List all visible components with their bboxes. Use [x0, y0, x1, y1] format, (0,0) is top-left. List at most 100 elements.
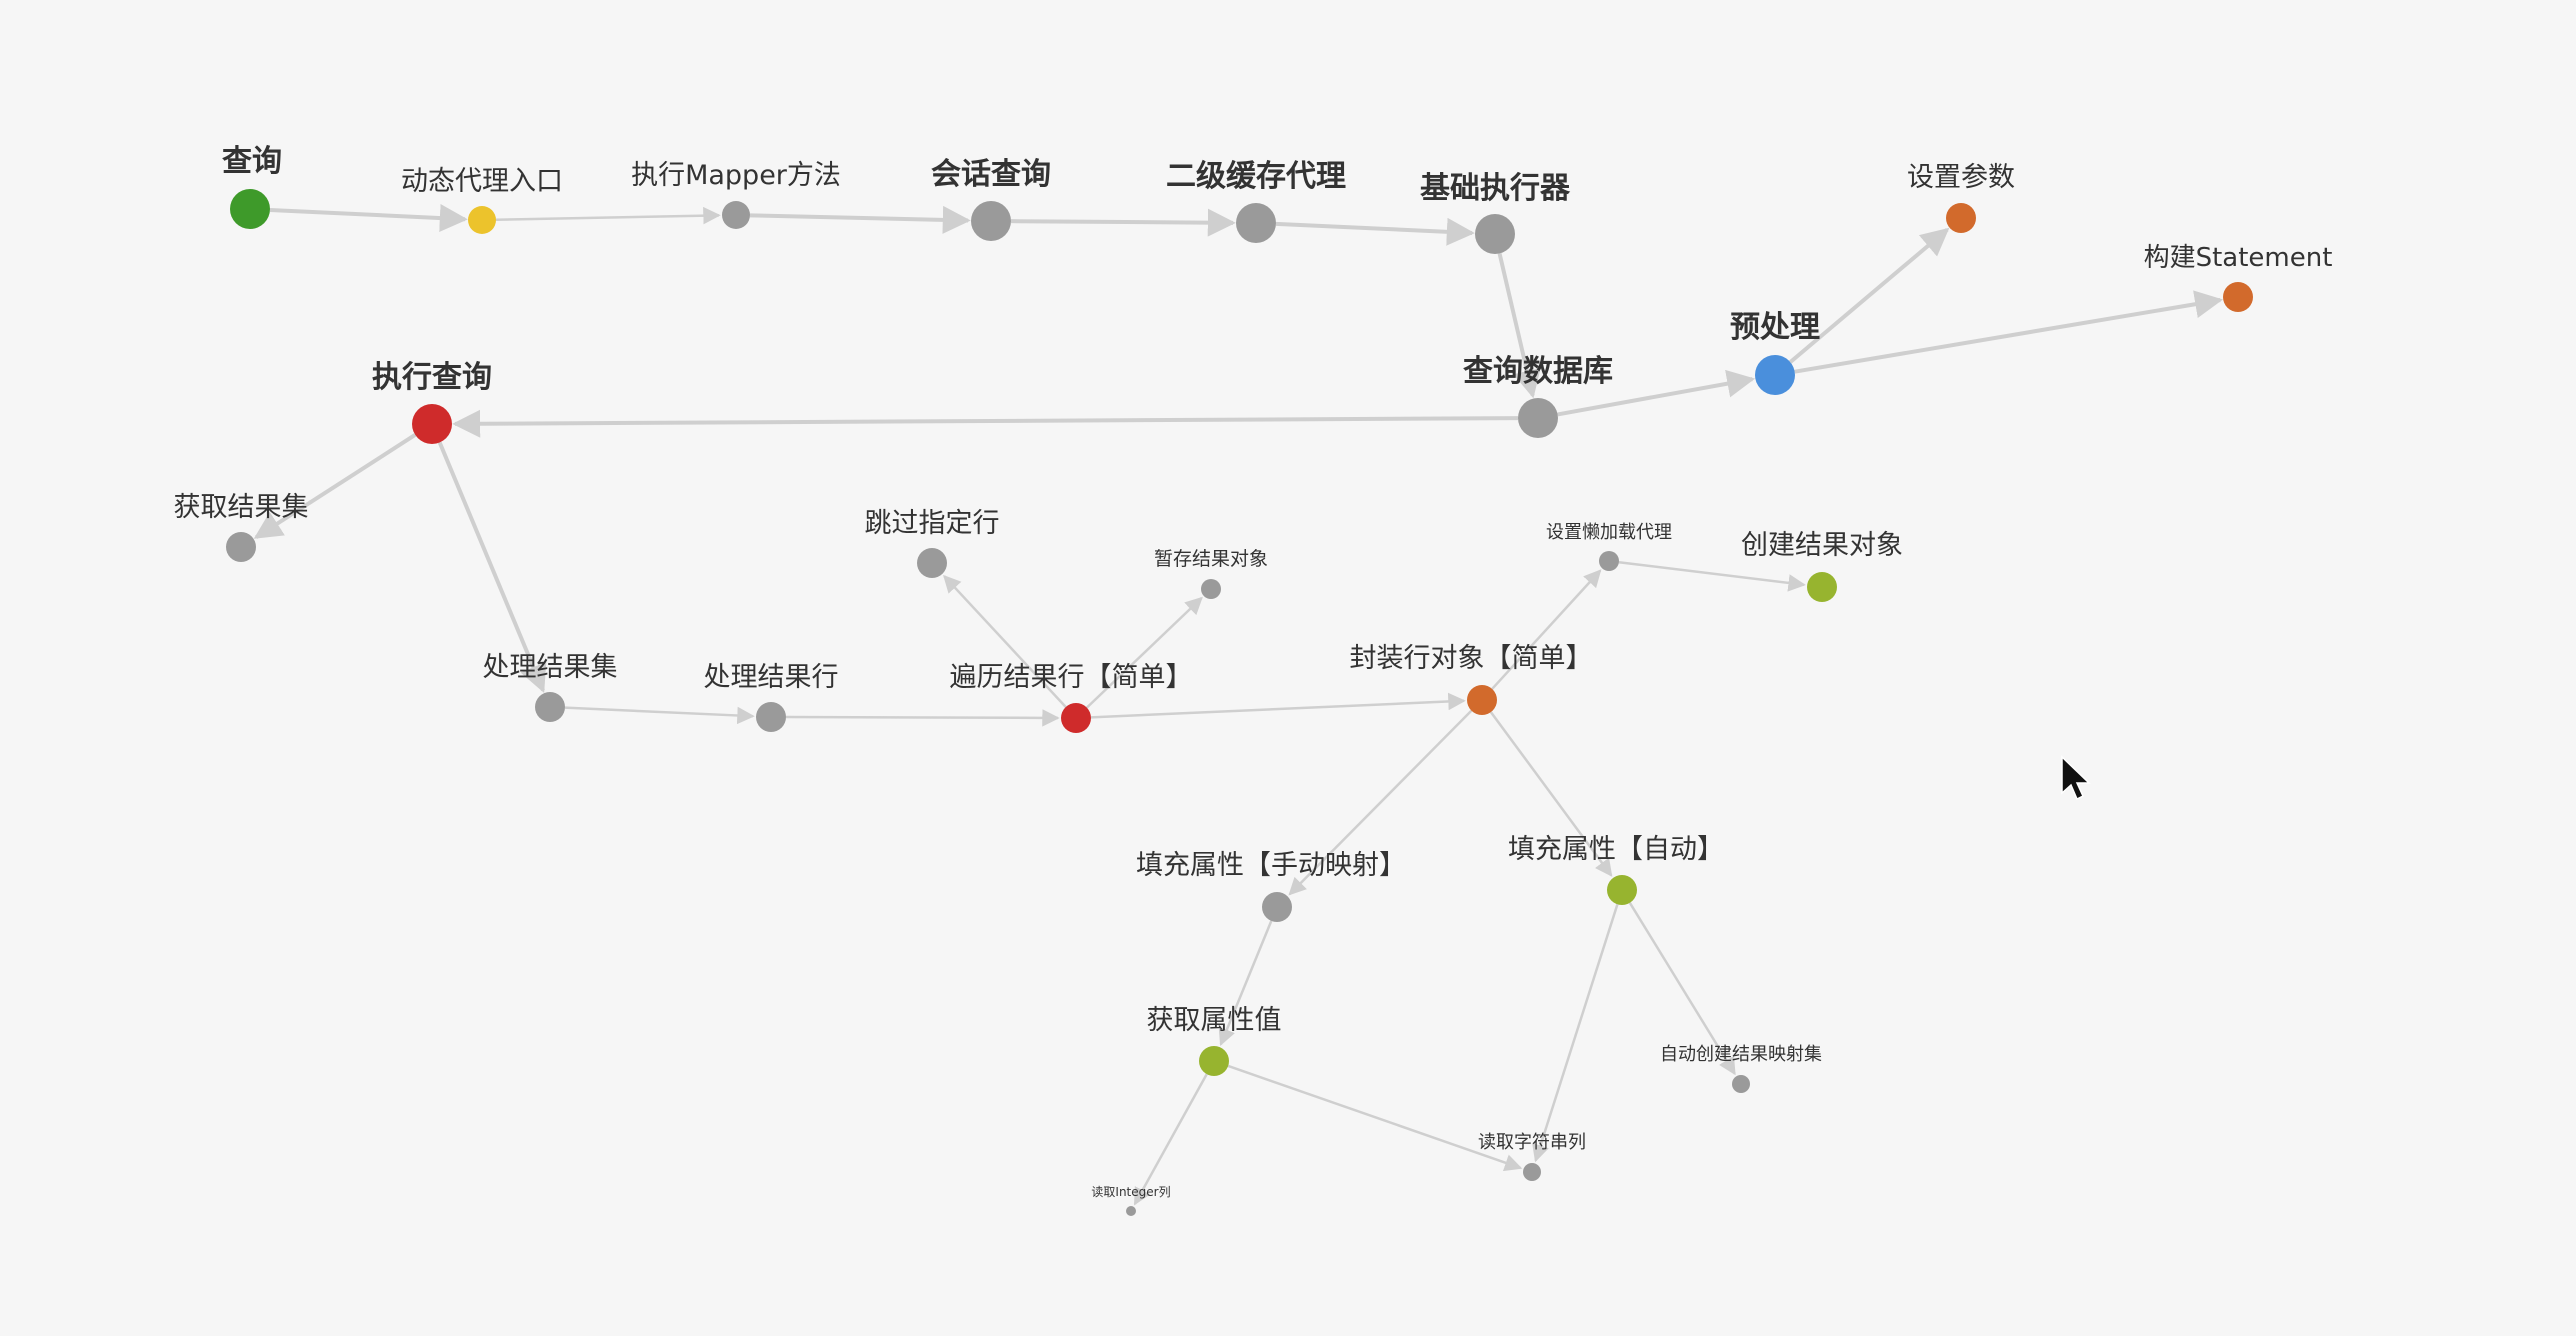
- node-fill-manual[interactable]: 填充属性【手动映射】: [1136, 850, 1406, 922]
- node-label: 预处理: [1730, 310, 1820, 345]
- node-label: 基础执行器: [1420, 171, 1571, 206]
- edge-get_prop-to-read_string: [1227, 1064, 1523, 1172]
- edge-wrap_row-to-lazy_proxy: [1491, 569, 1602, 690]
- node-dot[interactable]: [1523, 1163, 1541, 1181]
- edge-handle_resultset-to-handle_row: [564, 706, 755, 725]
- node-exec-mapper[interactable]: 执行Mapper方法: [631, 160, 841, 229]
- edge-fill_manual-to-get_prop: [1218, 920, 1273, 1046]
- edge-query_db-to-exec_query: [452, 409, 1519, 438]
- node-dot[interactable]: [468, 206, 496, 234]
- node-dot[interactable]: [1262, 892, 1292, 922]
- node-set-params[interactable]: 设置参数: [1907, 162, 2015, 233]
- node-label: 执行Mapper方法: [631, 160, 841, 191]
- node-l2-cache[interactable]: 二级缓存代理: [1166, 159, 1346, 243]
- node-query-db[interactable]: 查询数据库: [1463, 354, 1613, 438]
- edge-wrap_row-to-fill_auto: [1489, 711, 1613, 877]
- node-store-obj[interactable]: 暂存结果对象: [1154, 548, 1268, 599]
- edge-query_db-to-prepare: [1557, 369, 1756, 417]
- node-label: 自动创建结果映射集: [1660, 1044, 1822, 1065]
- node-dot[interactable]: [1236, 203, 1276, 243]
- node-label: 动态代理入口: [401, 166, 563, 197]
- edge-fill_auto-to-auto_mapping: [1628, 902, 1736, 1076]
- node-label: 处理结果行: [704, 662, 839, 693]
- node-create-obj[interactable]: 创建结果对象: [1741, 530, 1903, 602]
- edge-exec_mapper-to-session_query: [749, 205, 971, 234]
- node-read-string[interactable]: 读取字符串列: [1478, 1132, 1586, 1181]
- node-dot[interactable]: [1946, 203, 1976, 233]
- node-handle-resultset[interactable]: 处理结果集: [483, 652, 618, 722]
- node-dot[interactable]: [412, 404, 452, 444]
- node-dot[interactable]: [1518, 398, 1558, 438]
- node-label: 构建Statement: [2144, 243, 2333, 273]
- node-prepare[interactable]: 预处理: [1730, 310, 1820, 395]
- node-dot[interactable]: [756, 702, 786, 732]
- node-dot[interactable]: [971, 201, 1011, 241]
- node-dot[interactable]: [1807, 572, 1837, 602]
- node-query[interactable]: 查询: [222, 144, 282, 229]
- node-read-int[interactable]: 读取Integer列: [1091, 1185, 1171, 1216]
- node-dot[interactable]: [230, 189, 270, 229]
- node-label: 设置参数: [1907, 162, 2015, 193]
- node-skip-rows[interactable]: 跳过指定行: [865, 508, 1000, 578]
- node-wrap-row[interactable]: 封装行对象【简单】: [1350, 643, 1593, 715]
- edge-iter_rows-to-skip_rows: [943, 574, 1067, 708]
- edge-exec_query-to-get_resultset: [253, 433, 417, 539]
- node-get-prop[interactable]: 获取属性值: [1147, 1005, 1282, 1076]
- node-dot[interactable]: [722, 201, 750, 229]
- node-dot[interactable]: [1126, 1206, 1136, 1216]
- edge-prepare-to-build_stmt: [1794, 290, 2224, 374]
- node-dot[interactable]: [1599, 551, 1619, 571]
- node-label: 获取属性值: [1147, 1005, 1282, 1036]
- edge-dynamic_proxy-to-exec_mapper: [495, 206, 721, 225]
- node-dot[interactable]: [1061, 703, 1091, 733]
- node-dot[interactable]: [917, 548, 947, 578]
- node-label: 创建结果对象: [1741, 530, 1903, 561]
- node-build-stmt[interactable]: 构建Statement: [2144, 243, 2333, 312]
- edge-wrap_row-to-fill_manual: [1288, 709, 1473, 896]
- node-session-query[interactable]: 会话查询: [931, 157, 1051, 241]
- mouse-cursor-icon: [2061, 755, 2091, 801]
- node-dot[interactable]: [1755, 355, 1795, 395]
- node-dynamic-proxy[interactable]: 动态代理入口: [401, 166, 563, 234]
- node-dot[interactable]: [1475, 214, 1515, 254]
- node-dot[interactable]: [535, 692, 565, 722]
- node-handle-row[interactable]: 处理结果行: [704, 662, 839, 732]
- edge-l2_cache-to-base_executor: [1275, 217, 1475, 246]
- node-dot[interactable]: [1607, 875, 1637, 905]
- node-label: 暂存结果对象: [1154, 548, 1268, 570]
- node-iter-rows[interactable]: 遍历结果行【简单】: [950, 662, 1193, 733]
- edge-session_query-to-l2_cache: [1010, 208, 1236, 237]
- node-auto-mapping[interactable]: 自动创建结果映射集: [1660, 1044, 1822, 1093]
- edge-lazy_proxy-to-create_obj: [1618, 560, 1806, 592]
- node-label: 会话查询: [931, 157, 1051, 192]
- edge-get_prop-to-read_int: [1133, 1073, 1208, 1206]
- node-base-executor[interactable]: 基础执行器: [1420, 171, 1571, 254]
- node-label: 查询数据库: [1463, 354, 1613, 389]
- node-label: 读取Integer列: [1091, 1185, 1170, 1199]
- node-label: 跳过指定行: [865, 508, 1000, 539]
- node-label: 获取结果集: [174, 492, 309, 523]
- node-label: 处理结果集: [483, 652, 618, 683]
- node-label: 填充属性【手动映射】: [1136, 850, 1406, 881]
- node-dot[interactable]: [1732, 1075, 1750, 1093]
- edge-iter_rows-to-store_obj: [1085, 596, 1203, 709]
- edge-exec_query-to-handle_resultset: [437, 441, 547, 693]
- node-get-resultset[interactable]: 获取结果集: [174, 492, 309, 562]
- node-dot[interactable]: [1199, 1046, 1229, 1076]
- node-exec-query[interactable]: 执行查询: [372, 360, 492, 444]
- node-label: 封装行对象【简单】: [1350, 643, 1593, 674]
- node-lazy-proxy[interactable]: 设置懒加载代理: [1546, 522, 1672, 571]
- edge-layer: [253, 204, 2224, 1206]
- edge-base_executor-to-query_db: [1497, 253, 1541, 399]
- edge-prepare-to-set_params: [1788, 227, 1950, 364]
- node-label: 查询: [222, 144, 282, 179]
- node-dot[interactable]: [226, 532, 256, 562]
- node-dot[interactable]: [2223, 282, 2253, 312]
- node-fill-auto[interactable]: 填充属性【自动】: [1508, 834, 1724, 905]
- node-dot[interactable]: [1201, 579, 1221, 599]
- node-dot[interactable]: [1467, 685, 1497, 715]
- node-label: 遍历结果行【简单】: [950, 662, 1193, 693]
- node-label: 填充属性【自动】: [1508, 834, 1724, 865]
